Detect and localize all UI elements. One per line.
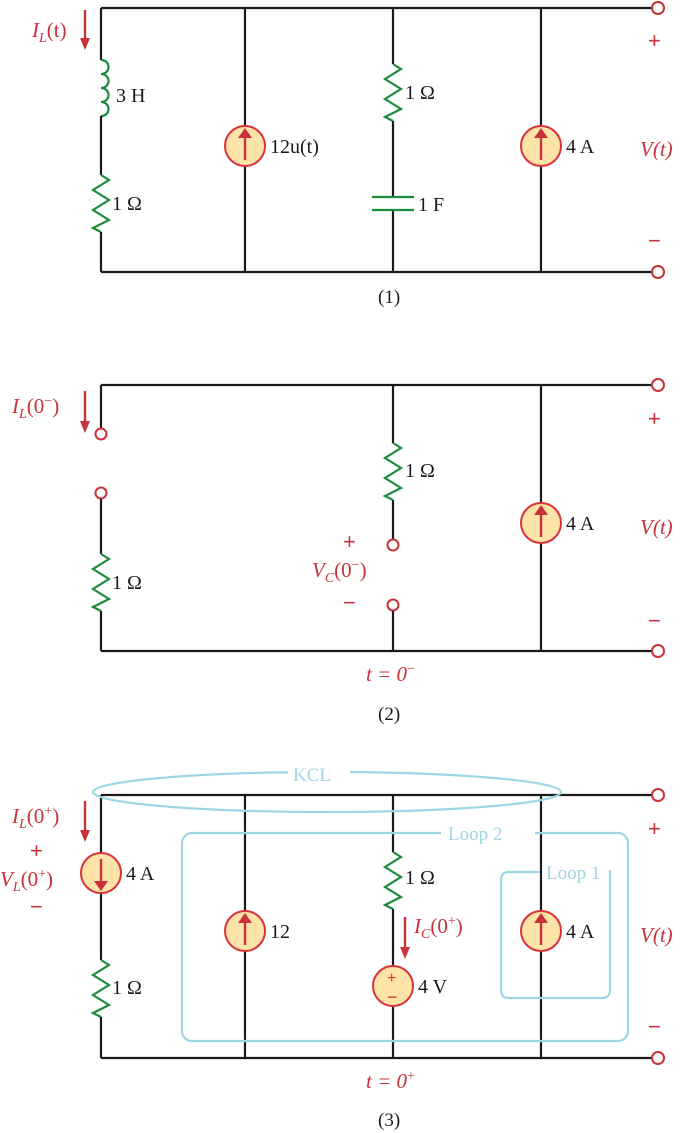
circuit-2: IL(0−) 1 Ω 1 Ω + VC(0−) − 4 A + V(t) − t…	[11, 378, 673, 725]
kcl-label: KCL	[293, 765, 331, 786]
source-12-label: 12	[270, 921, 290, 943]
resistor-mid-label: 1 Ω	[405, 82, 435, 104]
minus-sign: −	[648, 1014, 661, 1039]
capacitor-label: 1 F	[418, 194, 444, 216]
resistor-left	[90, 553, 112, 612]
vl-minus-sign: −	[30, 894, 43, 919]
inductor-label: 3 H	[116, 85, 145, 107]
resistor-left-label: 1 Ω	[112, 977, 142, 999]
plus-sign: +	[648, 406, 661, 431]
terminal-top	[651, 788, 665, 802]
source-4a-label: 4 A	[566, 513, 595, 535]
loop1-label: Loop 1	[546, 863, 600, 884]
open-terminal	[386, 598, 400, 612]
source-left-label: 4 A	[126, 863, 155, 885]
vc-minus-sign: −	[343, 590, 356, 615]
voltage-label: V(t)	[640, 137, 673, 161]
caption-3: (3)	[378, 1110, 400, 1131]
caption-1: (1)	[378, 287, 400, 308]
voltage-source-4v	[372, 965, 414, 1007]
time-label: t = 0−	[366, 662, 415, 686]
vsource-label: 4 V	[418, 976, 448, 998]
open-terminal	[94, 427, 108, 441]
minus-sign: −	[648, 608, 661, 633]
resistor-left-label: 1 Ω	[112, 572, 142, 594]
vc-plus-sign: +	[343, 529, 356, 554]
terminal-bottom	[651, 644, 665, 658]
open-terminal	[94, 486, 108, 500]
vl-label: VL(0+)	[0, 867, 53, 895]
resistor-mid	[382, 442, 404, 501]
source-12u-label: 12u(t)	[270, 136, 319, 158]
ic-label: IC(0+)	[413, 914, 463, 942]
capacitor	[372, 195, 414, 212]
plus-sign: +	[648, 28, 661, 53]
circuit-3: + − KCL Loop 2 Loop 1 IL(0+) + VL(0+) − …	[0, 765, 673, 1131]
resistor-mid	[382, 851, 404, 910]
inductor	[100, 58, 110, 118]
vsource-plus: +	[387, 970, 396, 987]
vl-plus-sign: +	[30, 838, 43, 863]
open-terminal	[386, 538, 400, 552]
terminal-bottom	[651, 1051, 665, 1065]
resistor-mid-label: 1 Ω	[405, 867, 435, 889]
resistor-left-label: 1 Ω	[112, 193, 142, 215]
minus-sign: −	[648, 228, 661, 253]
source-4a-label: 4 A	[566, 921, 595, 943]
time-label: t = 0+	[366, 1069, 415, 1093]
vc-label: VC(0−)	[312, 558, 367, 586]
loop-1	[499, 870, 612, 1000]
loop-2	[180, 831, 630, 1043]
source-4a-label: 4 A	[566, 136, 595, 158]
loop2-label: Loop 2	[448, 824, 502, 845]
resistor-left	[90, 174, 112, 233]
resistor-mid	[382, 63, 404, 122]
terminal-bottom	[651, 265, 665, 279]
current-label: IL(0+)	[11, 804, 59, 832]
caption-2: (2)	[378, 704, 400, 725]
plus-sign: +	[648, 816, 661, 841]
vsource-minus: −	[387, 987, 398, 1007]
resistor-left	[90, 959, 112, 1018]
circuit-1: IL(t) 3 H 1 Ω 12u(t) 1 Ω 1 F 4 A + V(t) …	[31, 1, 673, 308]
current-label: IL(t)	[31, 18, 67, 46]
voltage-label: V(t)	[640, 923, 673, 947]
terminal-top	[651, 378, 665, 392]
resistor-mid-label: 1 Ω	[405, 460, 435, 482]
terminal-top	[651, 1, 665, 15]
current-label: IL(0−)	[11, 394, 59, 422]
voltage-label: V(t)	[640, 515, 673, 539]
